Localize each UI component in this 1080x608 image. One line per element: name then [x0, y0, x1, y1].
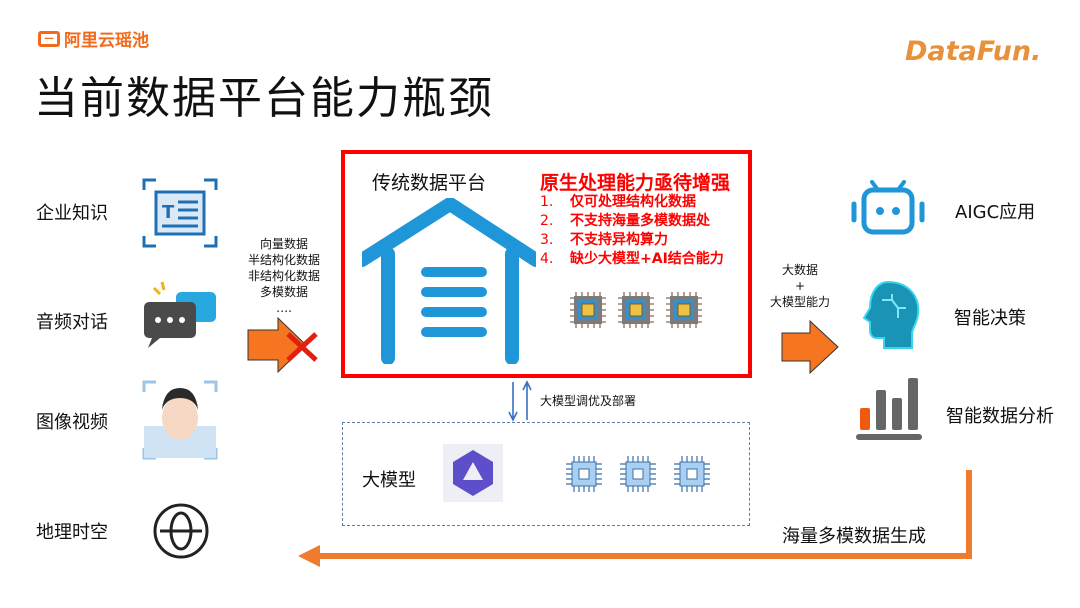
issue-item: 1.仅可处理结构化数据 [540, 194, 696, 210]
label-line: + [794, 279, 806, 293]
platform-title: 传统数据平台 [372, 172, 487, 194]
data-type: 向量数据 [259, 237, 308, 251]
input-label: 地理时空 [36, 522, 108, 543]
datafun-logo: DataFun. [905, 36, 1042, 67]
document-icon: T [142, 178, 218, 248]
robot-icon [851, 180, 925, 235]
cpu-chips-icon [570, 291, 703, 329]
face-scan-icon [142, 380, 218, 460]
page-title: 当前数据平台能力瓶颈 [34, 73, 494, 124]
brand-logo: —阿里云瑶池 [38, 26, 149, 51]
aliyun-logo-icon: — [38, 30, 60, 47]
output-label: 智能数据分析 [946, 406, 1054, 427]
input-label: 图像视频 [36, 412, 108, 433]
model-title: 大模型 [362, 470, 416, 491]
gpu-chips-icon [566, 455, 711, 493]
blocked-arrow-icon [247, 316, 318, 374]
model-box [342, 422, 750, 526]
data-type: 非结构化数据 [247, 269, 320, 283]
platform-headline: 原生处理能力亟待增强 [540, 172, 731, 194]
label-line: 大模型能力 [769, 295, 830, 309]
globe-icon [153, 503, 209, 559]
input-label: 音频对话 [36, 312, 108, 333]
output-arrow-icon [781, 319, 839, 375]
svg-text:T: T [162, 202, 175, 223]
output-label: 智能决策 [954, 308, 1026, 329]
issue-item: 2.不支持海量多模数据处 [540, 213, 710, 229]
feedback-arrow-icon [298, 470, 972, 567]
traditional-platform-box [341, 150, 752, 378]
chat-icon [144, 281, 216, 348]
label-line: 大数据 [781, 263, 818, 277]
bar-chart-icon [856, 378, 922, 440]
feedback-label: 海量多模数据生成 [782, 526, 926, 547]
link-label: 大模型调优及部署 [540, 394, 637, 408]
issue-item: 3.不支持异构算力 [540, 232, 668, 248]
issue-list: 1.仅可处理结构化数据 2.不支持海量多模数据处 3.不支持异构算力 4.缺少大… [540, 193, 724, 269]
issue-item: 4.缺少大模型+AI结合能力 [540, 251, 724, 267]
data-type: 多模数据 [259, 285, 308, 299]
data-types-list: 向量数据 半结构化数据 非结构化数据 多模数据 …. [238, 236, 330, 316]
data-type: 半结构化数据 [247, 253, 320, 267]
warehouse-icon [362, 198, 536, 364]
bidirectional-arrows-icon [508, 380, 532, 422]
qwen-logo-icon [443, 444, 503, 502]
output-label: AIGC应用 [955, 202, 1036, 223]
ai-head-icon [862, 280, 920, 349]
output-arrow-label: 大数据 + 大模型能力 [764, 262, 836, 310]
input-label: 企业知识 [36, 203, 108, 224]
data-type: …. [276, 301, 292, 315]
